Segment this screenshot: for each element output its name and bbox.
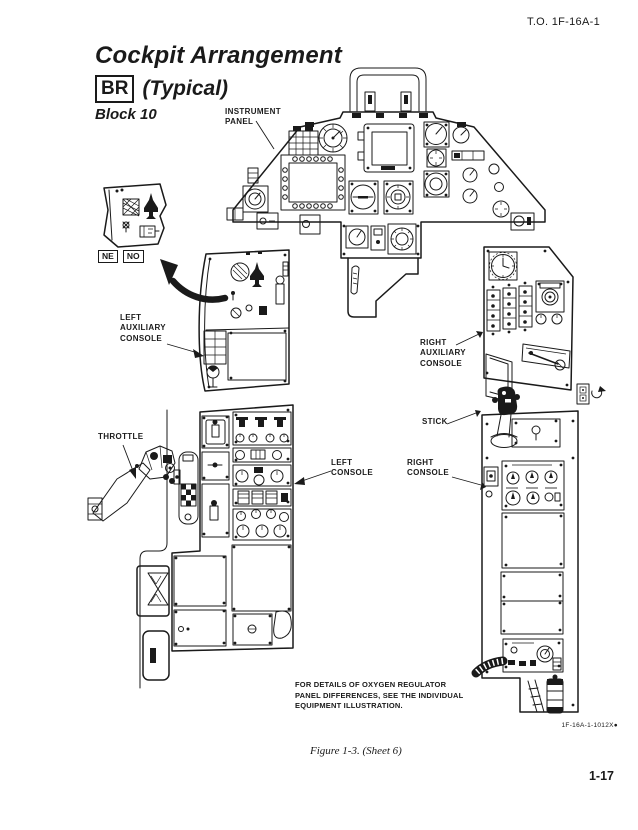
title-typical: (Typical) — [142, 77, 229, 100]
callout-left-console: LEFT CONSOLE — [331, 458, 374, 478]
page-number: 1-17 — [588, 769, 614, 783]
right-auxiliary-console-drawing — [483, 246, 574, 403]
left-aux-leader — [166, 343, 199, 354]
cockpit-left-wall-drawing — [136, 409, 170, 689]
center-pedestal-drawing — [347, 257, 419, 318]
stick-leader — [446, 412, 477, 425]
to-number: T.O. 1F-16A-1 — [527, 16, 600, 28]
callout-right-auxiliary-console: RIGHT AUXILIARY CONSOLE — [420, 338, 466, 368]
throttle-drawing — [87, 445, 181, 522]
instrument-panel-drawing — [226, 111, 546, 259]
code-badges: NE NO — [98, 250, 144, 263]
no-code-badge: NO — [122, 250, 144, 263]
oxygen-regulator-drawing — [502, 638, 564, 673]
right-aux-leader — [455, 333, 480, 346]
br-code-badge: BR — [95, 75, 135, 103]
drawing-number: 1F-16A-1-1012X● — [561, 722, 618, 729]
callout-right-console: RIGHT CONSOLE — [407, 458, 450, 478]
instrument-panel-leader — [255, 120, 275, 150]
left-console-drawing — [171, 404, 294, 652]
hud-frame-drawing — [349, 67, 427, 112]
throttle-leader — [122, 444, 134, 472]
title-line2: BR (Typical) — [95, 75, 228, 103]
callout-stick: STICK — [422, 417, 448, 426]
oxygen-hose-drawing — [471, 656, 508, 678]
callout-throttle: THROTTLE — [98, 432, 144, 441]
block-designation: Block 10 — [95, 106, 157, 123]
rotate-icon — [591, 386, 606, 399]
figure-caption: Figure 1-3. (Sheet 6) — [310, 745, 402, 757]
stowage-code-box — [576, 383, 590, 405]
callout-instrument-panel: INSTRUMENT PANEL — [225, 107, 281, 127]
ne-code-badge: NE — [98, 250, 118, 263]
callout-left-auxiliary-console: LEFT AUXILIARY CONSOLE — [120, 313, 166, 343]
curved-arrow — [160, 259, 229, 303]
right-console-leader — [451, 476, 482, 486]
stick-drawing — [490, 386, 520, 448]
left-auxiliary-console-drawing — [198, 249, 290, 392]
inset-panel-sketch — [103, 183, 167, 248]
right-console-drawing — [471, 410, 579, 714]
page-title: Cockpit Arrangement — [95, 42, 342, 69]
oxygen-regulator-note: FOR DETAILS OF OXYGEN REGULATOR PANEL DI… — [295, 680, 464, 710]
leader-lines — [122, 120, 486, 490]
